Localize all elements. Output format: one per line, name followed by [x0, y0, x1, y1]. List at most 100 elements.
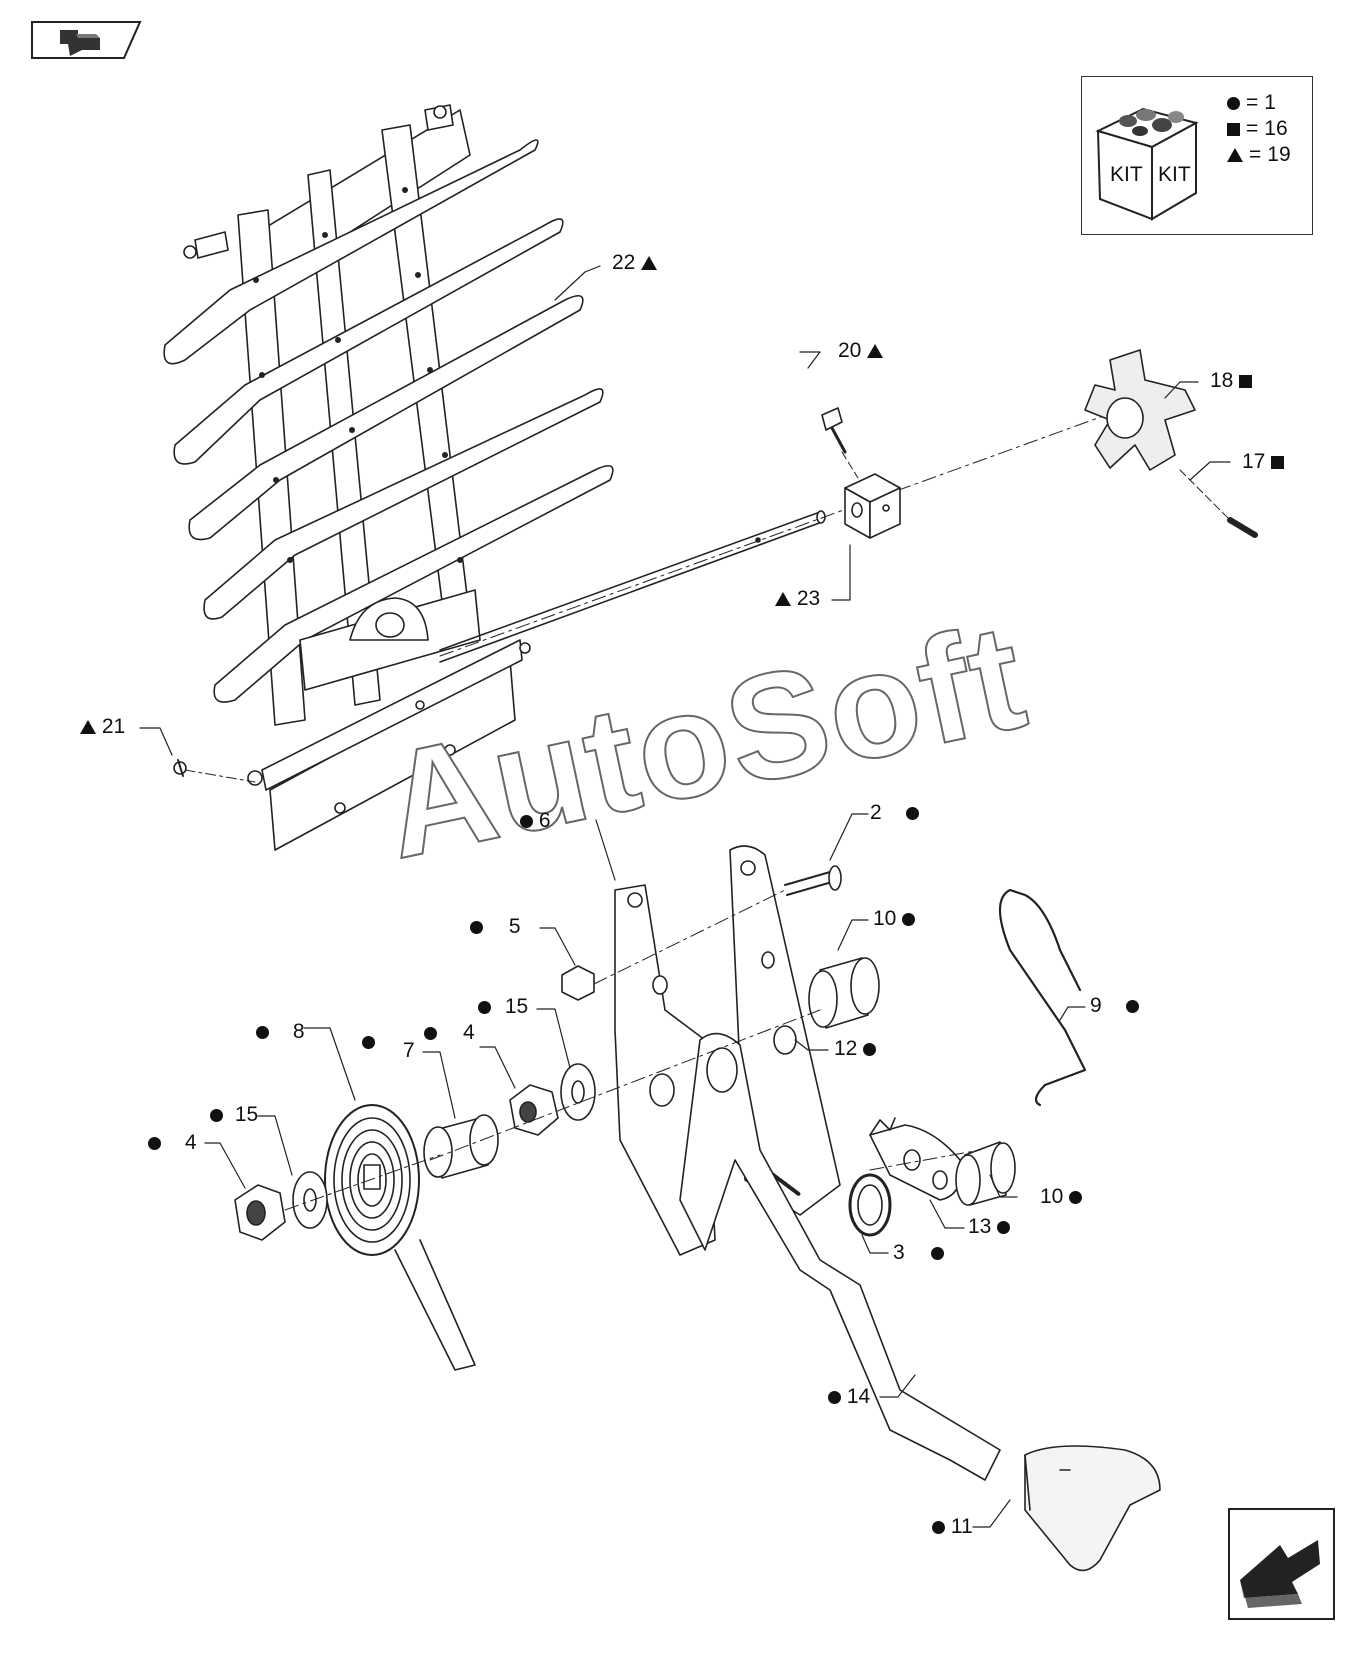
callout-number: 17	[1242, 450, 1266, 473]
circle-marker-icon	[1227, 96, 1240, 110]
circle-marker-icon	[470, 920, 483, 934]
circle-marker-icon	[902, 912, 916, 926]
circle-marker-icon	[932, 1520, 945, 1534]
callout-12[interactable]: 12	[834, 1037, 877, 1060]
lever-plate-right	[729, 845, 841, 1216]
circle-marker-icon	[828, 1390, 841, 1404]
legend-value: 16	[1264, 117, 1288, 140]
callout-10-upper[interactable]: 10	[873, 907, 916, 930]
kit-legend: KIT KIT =1 =16 =19	[1081, 76, 1313, 235]
pin	[1179, 469, 1258, 538]
nut-lower	[234, 1184, 286, 1241]
callout-number: 8	[292, 1020, 305, 1044]
callout-14[interactable]: 14	[828, 1386, 870, 1408]
circle-marker-icon	[863, 1042, 877, 1056]
legend-value: 1	[1264, 91, 1276, 114]
callout-17[interactable]: 17	[1242, 450, 1285, 473]
square-marker-icon	[1239, 374, 1253, 388]
callout-6[interactable]: 6	[520, 810, 551, 832]
small-screw	[173, 759, 187, 777]
square-marker-icon	[1271, 455, 1285, 469]
callout-18[interactable]: 18	[1210, 370, 1253, 392]
circle-marker-icon	[148, 1136, 161, 1150]
callout-number: 23	[796, 587, 821, 610]
coil-spring	[324, 1104, 476, 1371]
legend-row-circle: =1	[1227, 91, 1276, 115]
nav-forward-button[interactable]	[1228, 1508, 1335, 1620]
washer-upper	[560, 1063, 596, 1121]
callout-number: 13	[968, 1215, 992, 1238]
pedal-arm	[679, 1032, 1001, 1481]
callout-number: 6	[538, 809, 551, 832]
callout-11[interactable]: 11	[932, 1516, 973, 1538]
nav-back-button[interactable]	[30, 20, 142, 60]
block	[844, 473, 901, 539]
callout-number: 21	[101, 715, 126, 738]
bolt	[784, 865, 842, 896]
nut-upper	[509, 1084, 559, 1136]
callout-7[interactable]: 7	[403, 1040, 415, 1062]
kit-label-right: KIT	[1158, 163, 1191, 186]
circle-marker-icon	[997, 1220, 1011, 1234]
center-lines	[284, 889, 981, 1211]
triangle-marker-icon	[775, 592, 791, 607]
callout-number: 22	[612, 251, 636, 274]
callout-10-lower[interactable]: 10	[1040, 1186, 1083, 1208]
circle-marker-icon	[1069, 1190, 1083, 1204]
callout-2[interactable]: 2	[870, 802, 919, 824]
bushing-upper	[808, 957, 880, 1029]
circle-marker-icon	[520, 814, 533, 828]
callout-15-lower[interactable]: 15	[210, 1104, 258, 1126]
callout-4-upper[interactable]: 4	[463, 1022, 475, 1044]
callout-number: 12	[834, 1037, 858, 1060]
back-arrow-icon	[31, 21, 142, 59]
callout-number: 15	[234, 1103, 259, 1126]
square-marker-icon	[1227, 122, 1240, 136]
callout-number: 14	[846, 1385, 871, 1408]
circle-marker-icon	[210, 1108, 223, 1122]
callout-21[interactable]: 21	[80, 716, 125, 738]
callout-15-upper[interactable]: 15	[478, 996, 528, 1018]
callout-number: 15	[504, 995, 529, 1018]
legend-row-square: =16	[1227, 117, 1288, 141]
callout-number: 2	[870, 801, 882, 824]
callout-4-lower[interactable]: 4	[148, 1132, 197, 1154]
circle-marker-icon	[362, 1036, 376, 1049]
callout-number: 11	[950, 1515, 973, 1538]
washer-lower	[292, 1171, 328, 1229]
triangle-marker-icon	[1227, 148, 1243, 163]
callout-8[interactable]: 8	[256, 1016, 376, 1049]
spring-rod	[999, 888, 1087, 1107]
callout-7-marker	[424, 1022, 437, 1044]
callout-number: 10	[873, 907, 897, 930]
legend-row-triangle: =19	[1227, 143, 1291, 167]
tine-bar-assembly	[163, 104, 614, 851]
callout-13[interactable]: 13	[968, 1215, 1011, 1238]
circle-marker-icon	[478, 1000, 491, 1014]
callout-number: 9	[1090, 994, 1102, 1017]
callout-5[interactable]: 5	[470, 916, 521, 938]
forward-arrow-icon	[1240, 1540, 1320, 1608]
ratchet	[869, 1117, 962, 1201]
legend-value: 19	[1267, 143, 1291, 166]
callout-number: 7	[403, 1039, 415, 1062]
foot-pad	[1024, 1445, 1161, 1572]
circle-marker-icon	[1125, 999, 1139, 1013]
circle-marker-icon	[930, 1246, 944, 1260]
circle-marker-icon	[256, 1026, 269, 1039]
callout-22[interactable]: 22	[612, 251, 658, 274]
star-wheel	[1084, 349, 1196, 471]
callout-number: 5	[508, 915, 521, 938]
callout-20[interactable]: 20	[838, 339, 884, 362]
callout-23[interactable]: 23	[775, 588, 820, 610]
kit-box-icon: KIT KIT	[1095, 107, 1199, 221]
bushing-7	[423, 1114, 499, 1179]
nut-small	[561, 965, 595, 1001]
triangle-marker-icon	[80, 720, 96, 735]
callout-3[interactable]: 3	[893, 1242, 944, 1264]
callout-9[interactable]: 9	[1090, 995, 1139, 1017]
callout-number: 4	[463, 1021, 475, 1044]
callout-number: 20	[838, 339, 862, 362]
